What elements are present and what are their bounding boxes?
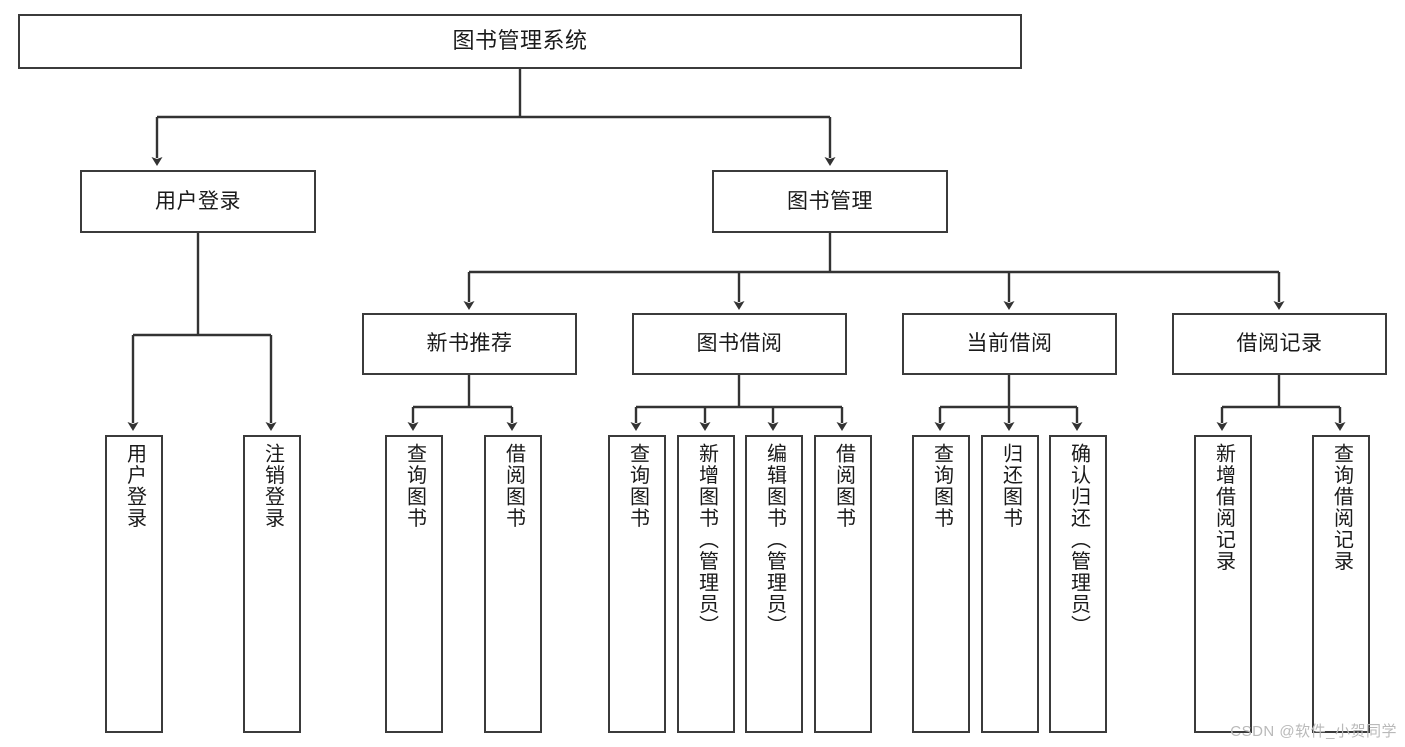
leaf-borrow-query-book[interactable]: 查询图书 <box>608 435 666 733</box>
node-label: 图书借阅 <box>696 332 783 356</box>
leaf-record-query-record[interactable]: 查询借阅记录 <box>1312 435 1370 733</box>
node-label: 查询图书 <box>626 443 649 529</box>
node-label: 借阅图书 <box>832 443 855 529</box>
csdn-watermark: CSDN @软件_小贺同学 <box>1230 723 1397 740</box>
node-root-system[interactable]: 图书管理系统 <box>18 14 1022 69</box>
node-label: 归还图书 <box>999 443 1022 529</box>
node-label: 新增借阅记录 <box>1212 443 1235 572</box>
node-label: 用户登录 <box>155 189 241 213</box>
node-label: 借阅图书 <box>502 443 525 529</box>
node-new-book-recommend[interactable]: 新书推荐 <box>362 313 577 375</box>
leaf-recommend-query-book[interactable]: 查询图书 <box>385 435 443 733</box>
node-label: 查询图书 <box>403 443 426 529</box>
leaf-record-add-record[interactable]: 新增借阅记录 <box>1194 435 1252 733</box>
leaf-recommend-borrow-book[interactable]: 借阅图书 <box>484 435 542 733</box>
leaf-current-return-book[interactable]: 归还图书 <box>981 435 1039 733</box>
node-label: 用户登录 <box>123 443 146 529</box>
leaf-current-confirm-return-admin[interactable]: 确认归还（管理员） <box>1049 435 1107 733</box>
leaf-borrow-edit-book-admin[interactable]: 编辑图书（管理员） <box>745 435 803 733</box>
node-user-login[interactable]: 用户登录 <box>80 170 316 233</box>
node-label: 当前借阅 <box>966 332 1053 356</box>
leaf-borrow-add-book-admin[interactable]: 新增图书（管理员） <box>677 435 735 733</box>
leaf-user-login-logout[interactable]: 注销登录 <box>243 435 301 733</box>
node-current-borrow[interactable]: 当前借阅 <box>902 313 1117 375</box>
leaf-current-query-book[interactable]: 查询图书 <box>912 435 970 733</box>
node-label: 新增图书（管理员） <box>695 443 718 637</box>
leaf-borrow-borrow-book[interactable]: 借阅图书 <box>814 435 872 733</box>
node-label: 新书推荐 <box>426 332 513 356</box>
node-label: 图书管理 <box>787 189 873 213</box>
node-label: 查询借阅记录 <box>1330 443 1353 572</box>
node-label: 查询图书 <box>930 443 953 529</box>
node-label: 借阅记录 <box>1236 332 1323 356</box>
node-label: 确认归还（管理员） <box>1067 443 1090 637</box>
node-book-borrow[interactable]: 图书借阅 <box>632 313 847 375</box>
node-label: 编辑图书（管理员） <box>763 443 786 637</box>
node-label: 图书管理系统 <box>452 28 588 54</box>
node-book-management[interactable]: 图书管理 <box>712 170 948 233</box>
node-borrow-record[interactable]: 借阅记录 <box>1172 313 1387 375</box>
node-label: 注销登录 <box>261 443 284 529</box>
leaf-user-login-login[interactable]: 用户登录 <box>105 435 163 733</box>
